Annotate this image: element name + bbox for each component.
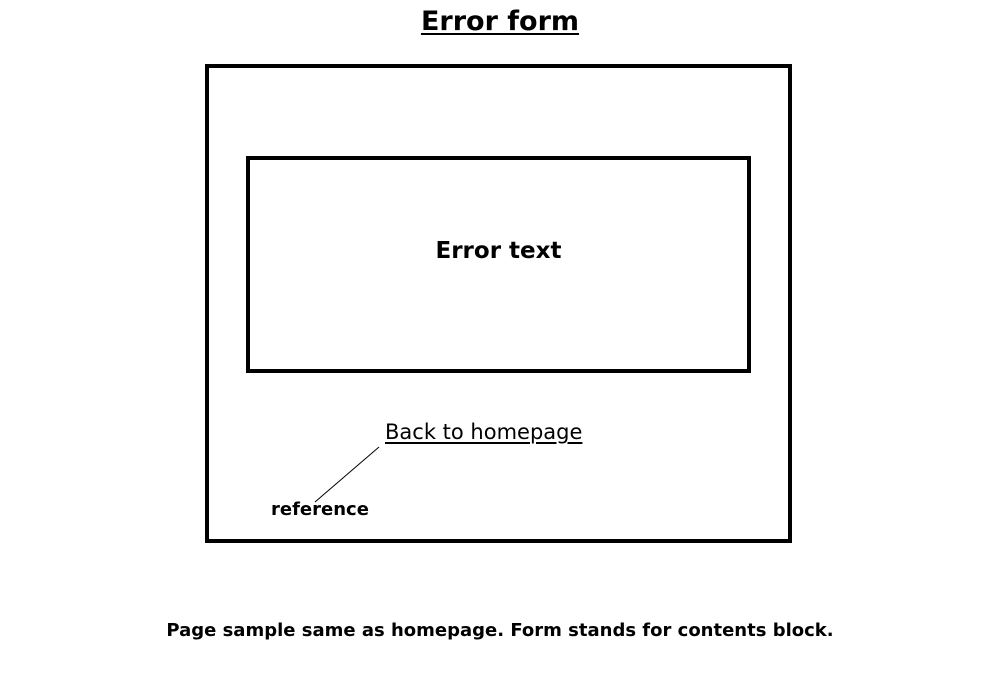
error-text: Error text [435, 238, 562, 264]
error-text-box: Error text [246, 156, 751, 373]
back-to-homepage-link[interactable]: Back to homepage [385, 420, 583, 444]
page-title: Error form [420, 6, 580, 37]
form-frame [205, 64, 792, 543]
page-caption: Page sample same as homepage. Form stand… [166, 620, 834, 641]
reference-label: reference [271, 499, 369, 520]
